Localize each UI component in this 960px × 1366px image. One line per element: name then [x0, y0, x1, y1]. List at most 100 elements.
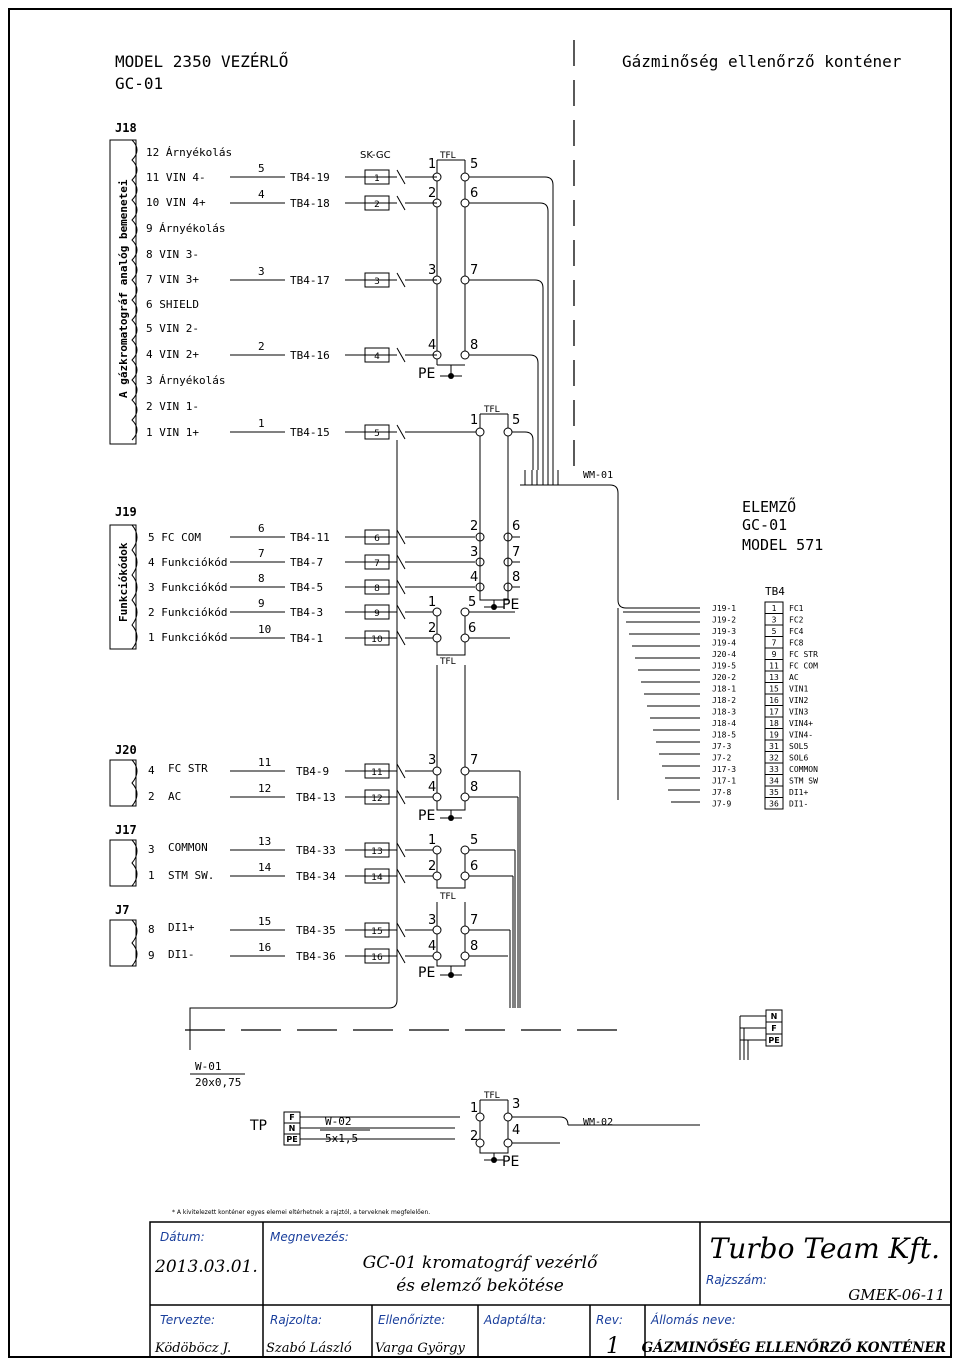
j18-tb-15: TB4-15	[290, 426, 330, 439]
sk-gc-label: SK-GC	[360, 150, 391, 161]
j19-wire-8: 8	[258, 572, 265, 585]
tfl4-pe: PE	[418, 808, 435, 824]
j17-label-stmsw: STM SW.	[168, 869, 214, 882]
tb4-source: J7-3	[712, 742, 731, 751]
tfl-block-1	[405, 159, 554, 470]
tp-n: N	[289, 1124, 296, 1133]
j19-wire-6: 6	[258, 522, 265, 535]
j18-pin-4: 4 VIN 2+	[146, 348, 199, 361]
tb4-signal: FC4	[789, 627, 804, 636]
tb4-signal: VIN2	[789, 696, 808, 705]
tfl2-5: 5	[512, 413, 520, 428]
tb4-signal: FC8	[789, 639, 804, 648]
j7-connector-arcs	[131, 919, 138, 967]
tb4-source: J20-4	[712, 650, 736, 659]
tfl5-5: 5	[470, 833, 478, 848]
j17-pin-3: 3	[148, 843, 155, 856]
tb4-signal: FC1	[789, 604, 804, 613]
tb4-terminal: 32	[769, 754, 779, 763]
j20-tb-13: TB4-13	[296, 791, 336, 804]
tfl7-3: 3	[512, 1097, 520, 1112]
tb4-source: J18-3	[712, 708, 736, 717]
sk-2: 2	[374, 200, 380, 210]
tfl7-4: 4	[512, 1123, 520, 1138]
j18-wire-3: 3	[258, 265, 265, 278]
j18-pin-6: 6 SHIELD	[146, 298, 199, 311]
j20-pin-2: 2	[148, 790, 155, 803]
j18-pin-5: 5 VIN 2-	[146, 322, 199, 335]
j18-wire-5: 5	[258, 162, 265, 175]
j7-label: J7	[115, 903, 129, 917]
tfl-block-2	[405, 413, 534, 592]
j7-tb-36: TB4-36	[296, 950, 336, 963]
j20-label-fcstr: FC STR	[168, 762, 208, 775]
tfl4-8: 8	[470, 780, 478, 795]
tfl2-label: TFL	[483, 405, 500, 415]
company-name: Turbo Team Kft.	[710, 1232, 940, 1265]
container-title: Gázminőség ellenőrző konténer	[622, 52, 902, 71]
drawn-label: Rajzolta:	[270, 1313, 322, 1327]
tb4-terminal: 17	[769, 708, 779, 717]
tb4-terminal: 19	[769, 731, 779, 740]
tb4-signal: VIN3	[789, 708, 808, 717]
wm01-label: WM-01	[583, 470, 613, 481]
j19-pin-3: 3 Funkciókód	[148, 581, 227, 594]
tfl1-3: 3	[428, 263, 436, 278]
tfl5-2: 2	[428, 859, 436, 874]
tb4-terminal: 18	[769, 719, 779, 728]
j19-pin-5: 5 FC COM	[148, 531, 201, 544]
wm01-bundle	[520, 470, 700, 803]
tfl1-pe: PE	[418, 366, 435, 382]
sk-14: 14	[371, 873, 383, 883]
j18-pin-11: 11 VIN 4-	[146, 171, 206, 184]
tfl5-6: 6	[470, 859, 478, 874]
j20-tb-9: TB4-9	[296, 765, 329, 778]
designer-label: Tervezte:	[160, 1313, 215, 1327]
tfl1-6: 6	[470, 186, 478, 201]
j18-tb-19: TB4-19	[290, 171, 330, 184]
j19-connector-arcs	[131, 524, 138, 650]
tb4-source: J17-1	[712, 777, 736, 786]
j17-tb-34: TB4-34	[296, 870, 336, 883]
rev-label: Rev:	[596, 1313, 623, 1327]
tfl3-label: TFL	[439, 657, 456, 667]
sk-13: 13	[371, 847, 382, 857]
j17-wires	[230, 842, 406, 884]
w01-spec: 20x0,75	[195, 1076, 241, 1089]
tfl7-2: 2	[470, 1129, 478, 1144]
tb4-source: J7-9	[712, 800, 731, 809]
tfl3-3: 3	[470, 545, 478, 560]
tb4-terminal: 9	[772, 650, 777, 659]
tfl7-1: 1	[470, 1101, 478, 1116]
tfl7-label: TFL	[483, 1091, 500, 1101]
j18-pin-10: 10 VIN 4+	[146, 196, 206, 209]
tfl3-6b: 6	[468, 621, 476, 636]
w01-bus	[189, 440, 521, 1050]
sk-10: 10	[371, 635, 383, 645]
pe-dot-4	[448, 972, 454, 978]
pe-dot-5	[491, 1157, 497, 1163]
j17-label-common: COMMON	[168, 841, 208, 854]
tb4-terminal: 3	[772, 616, 777, 625]
j19-pin-4: 4 Funkciókód	[148, 556, 227, 569]
j20-connector-arcs	[131, 759, 138, 807]
title-block-frame	[149, 1221, 952, 1358]
tb4-terminal: 7	[772, 639, 777, 648]
drawn-name: Szabó László	[266, 1341, 352, 1356]
w01-label: W-01	[195, 1060, 222, 1073]
j7-wire-16: 16	[258, 941, 271, 954]
tb4-source: J20-2	[712, 673, 736, 682]
tb4-terminal: 5	[772, 627, 777, 636]
tfl6-7: 7	[470, 913, 478, 928]
j18-connector-box	[109, 139, 137, 445]
tb4-signal: COMMON	[789, 765, 818, 774]
j18-tb-16: TB4-16	[290, 349, 330, 362]
tfl1-2: 2	[428, 186, 436, 201]
j18-tb-18: TB4-18	[290, 197, 330, 210]
tp-label: TP	[249, 1118, 267, 1134]
tfl5-1: 1	[428, 833, 436, 848]
tfl1-label: TFL	[439, 151, 456, 161]
j18-pin-7: 7 VIN 3+	[146, 273, 199, 286]
tfl6-pe: PE	[418, 965, 435, 981]
tb4-source: J7-8	[712, 788, 731, 797]
